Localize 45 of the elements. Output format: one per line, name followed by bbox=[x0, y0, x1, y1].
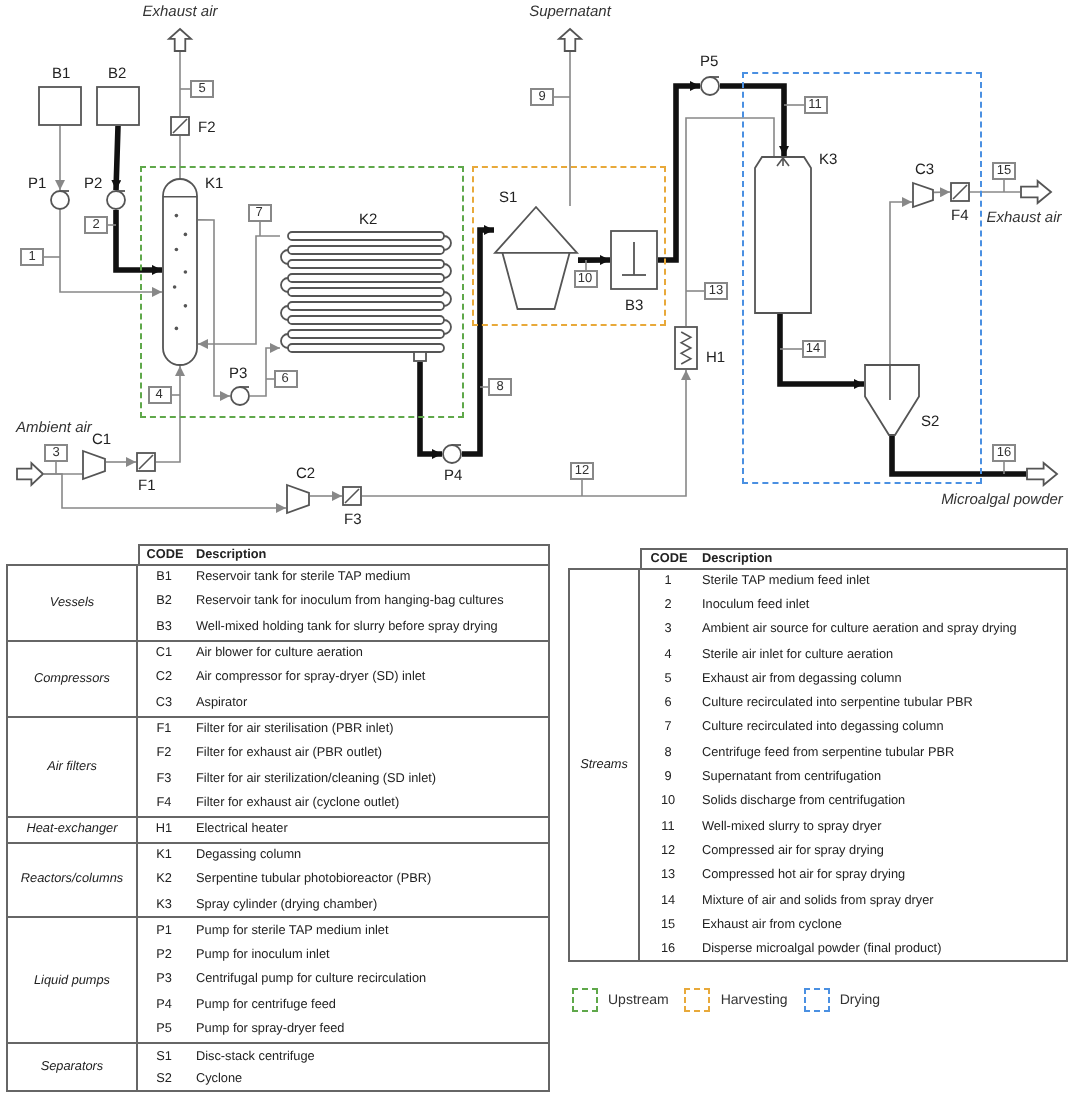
pipe-arrow bbox=[720, 83, 789, 156]
leader-line bbox=[685, 290, 705, 292]
leader-line bbox=[553, 96, 571, 98]
pipe-arrow bbox=[197, 219, 231, 401]
leader-line bbox=[779, 348, 803, 350]
pipe-arrow bbox=[933, 187, 951, 198]
leader-line bbox=[171, 394, 181, 396]
pipe-line bbox=[569, 51, 571, 207]
leader-line bbox=[179, 88, 191, 90]
pipe-arrow bbox=[361, 369, 691, 497]
pipe-arrow bbox=[417, 362, 442, 459]
pipe-arrow bbox=[155, 365, 185, 463]
pipe-line bbox=[179, 51, 181, 117]
leader-line bbox=[1003, 179, 1005, 193]
dashed-region bbox=[140, 166, 464, 418]
pipe-arrow bbox=[111, 125, 122, 191]
pipe-line bbox=[889, 436, 1026, 477]
pipe-arrow bbox=[43, 473, 287, 513]
pipe-arrow bbox=[578, 255, 610, 265]
pipe-arrow bbox=[59, 209, 163, 297]
leader-line bbox=[43, 256, 61, 258]
pipe-arrow bbox=[113, 210, 162, 275]
dashed-region bbox=[742, 72, 982, 484]
pipe-arrow bbox=[197, 235, 281, 349]
leader-line bbox=[783, 104, 805, 106]
pipe-arrow bbox=[777, 314, 864, 389]
pipe-arrow bbox=[105, 457, 137, 467]
dashed-region bbox=[472, 166, 666, 326]
pipe-arrow bbox=[55, 125, 65, 191]
pipe-line bbox=[969, 191, 1021, 193]
pipe-arrow bbox=[462, 225, 494, 457]
leader-line bbox=[479, 386, 489, 388]
leader-line bbox=[55, 461, 57, 475]
pipe-arrow bbox=[309, 491, 343, 501]
pipe-arrow bbox=[249, 343, 281, 397]
pipe-arrow bbox=[889, 197, 913, 365]
leader-line bbox=[107, 224, 117, 226]
pipe-line bbox=[685, 117, 775, 327]
leader-line bbox=[265, 378, 275, 380]
leader-line bbox=[581, 479, 583, 497]
pipe-arrow bbox=[658, 81, 700, 263]
leader-line bbox=[259, 221, 261, 237]
leader-line bbox=[1003, 461, 1005, 475]
pipe-line bbox=[179, 135, 181, 179]
leader-line bbox=[585, 259, 587, 271]
